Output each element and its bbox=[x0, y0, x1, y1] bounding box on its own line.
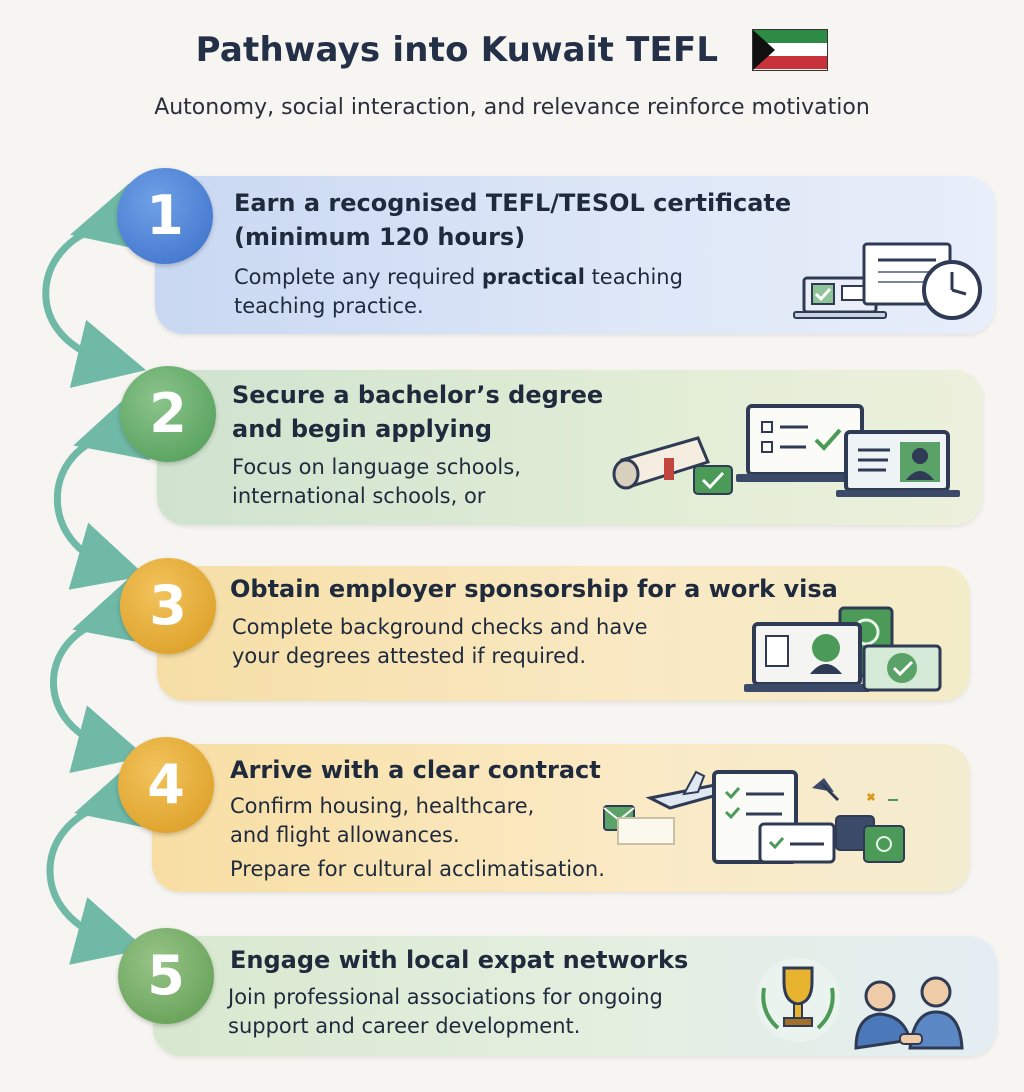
step-1-number: 1 bbox=[117, 168, 213, 264]
step-1-body-line1: Complete any required practical teaching bbox=[234, 263, 683, 292]
arrow-2-3 bbox=[53, 392, 151, 590]
step-1-heading-line2: (minimum 120 hours) bbox=[234, 223, 526, 251]
arrow-3-4 bbox=[50, 576, 150, 774]
briefcase-icon bbox=[835, 792, 905, 863]
step-4-card bbox=[152, 744, 970, 892]
approved-check-icon bbox=[862, 644, 942, 692]
handshake-people-icon bbox=[854, 976, 964, 1050]
desk-lamp-icon bbox=[812, 778, 840, 802]
step-5-body-line2: support and career development. bbox=[228, 1014, 581, 1038]
page-subtitle: Autonomy, social interaction, and releva… bbox=[154, 95, 870, 120]
step-5-heading-line1: Engage with local expat networks bbox=[230, 946, 689, 974]
kuwait-flag-icon bbox=[752, 28, 829, 71]
step-4-illustration bbox=[603, 770, 905, 864]
step-4-body-line1: Confirm housing, healthcare, bbox=[230, 794, 535, 818]
step-2-body-line2: international schools, or bbox=[232, 484, 486, 508]
arrow-1-2 bbox=[42, 183, 147, 388]
step-4-body-line3: Prepare for cultural acclimatisation. bbox=[230, 857, 605, 881]
step-4-body-line2: and flight allowances. bbox=[230, 823, 460, 847]
contract-checklist-icon bbox=[712, 770, 836, 864]
online-interview-laptop-icon bbox=[836, 430, 960, 497]
step-3-heading-line1: Obtain employer sponsorship for a work v… bbox=[230, 575, 838, 603]
envelope-icon bbox=[603, 805, 675, 845]
step-1-body-text: Complete any required bbox=[234, 265, 482, 289]
step-5-illustration bbox=[756, 958, 964, 1050]
step-4-number: 4 bbox=[118, 737, 214, 833]
laptop-profile-icon bbox=[744, 622, 870, 692]
page-title-row: Pathways into Kuwait TEFL bbox=[0, 28, 1024, 71]
step-2-illustration bbox=[612, 404, 960, 497]
page-title: Pathways into Kuwait TEFL bbox=[195, 29, 719, 70]
step-3-body-line2: your degrees attested if required. bbox=[232, 644, 587, 668]
step-1-body-bold: practical bbox=[481, 265, 585, 289]
checklist-monitor-icon bbox=[736, 404, 876, 482]
diploma-scroll-icon bbox=[612, 436, 733, 495]
step-1-heading-line1: Earn a recognised TEFL/TESOL certificate bbox=[234, 189, 792, 217]
step-2-body-line1: Focus on language schools, bbox=[232, 455, 521, 479]
trophy-icon bbox=[756, 958, 840, 1042]
step-1-illustration bbox=[793, 242, 982, 320]
step-4-heading-line1: Arrive with a clear contract bbox=[230, 756, 601, 784]
step-1-body-line2: teaching practice. bbox=[234, 294, 424, 318]
clock-icon bbox=[922, 260, 982, 320]
step-2-heading-line1: Secure a bachelor’s degree bbox=[232, 381, 604, 409]
step-3-body-line1: Complete background checks and have bbox=[232, 615, 648, 639]
step-3-number: 3 bbox=[120, 558, 216, 654]
step-5-body-line1: Join professional associations for ongoi… bbox=[228, 985, 663, 1009]
arrow-4-5 bbox=[46, 761, 151, 965]
step-5-number: 5 bbox=[118, 928, 214, 1024]
step-1-body-tail: teaching bbox=[584, 265, 683, 289]
step-2-number: 2 bbox=[120, 366, 216, 462]
step-3-illustration bbox=[744, 606, 942, 692]
step-2-heading-line2: and begin applying bbox=[232, 415, 493, 443]
